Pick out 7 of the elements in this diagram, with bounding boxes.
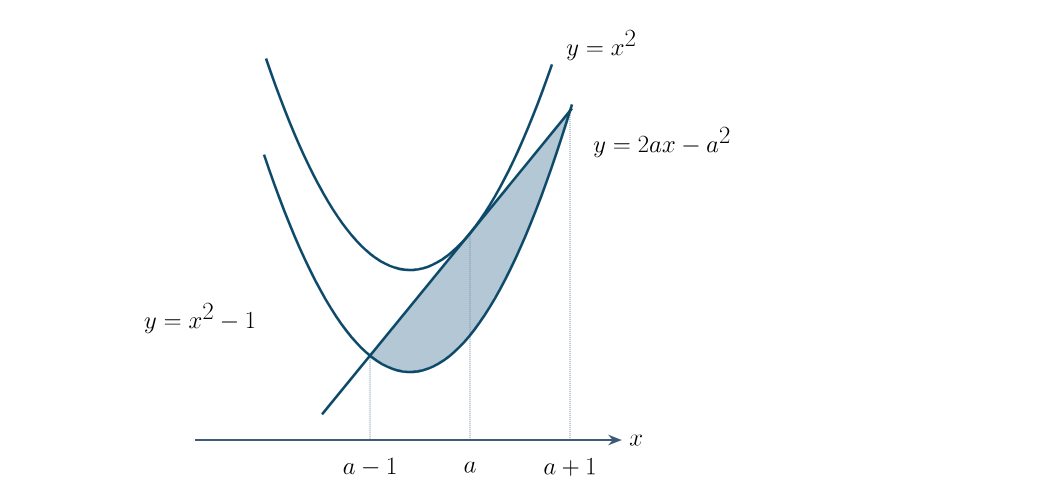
curve-label: $y = 2ax - a^2$ <box>593 126 730 158</box>
tick-label: $a + 1$ <box>544 457 595 476</box>
tick-label: $a - 1$ <box>343 457 396 475</box>
axis-label: $x$ <box>629 434 642 446</box>
tick-label: $a$ <box>464 461 476 473</box>
curve-label: $y = x^2 - 1$ <box>144 302 255 334</box>
curve-label: $y = x^2$ <box>566 29 635 61</box>
